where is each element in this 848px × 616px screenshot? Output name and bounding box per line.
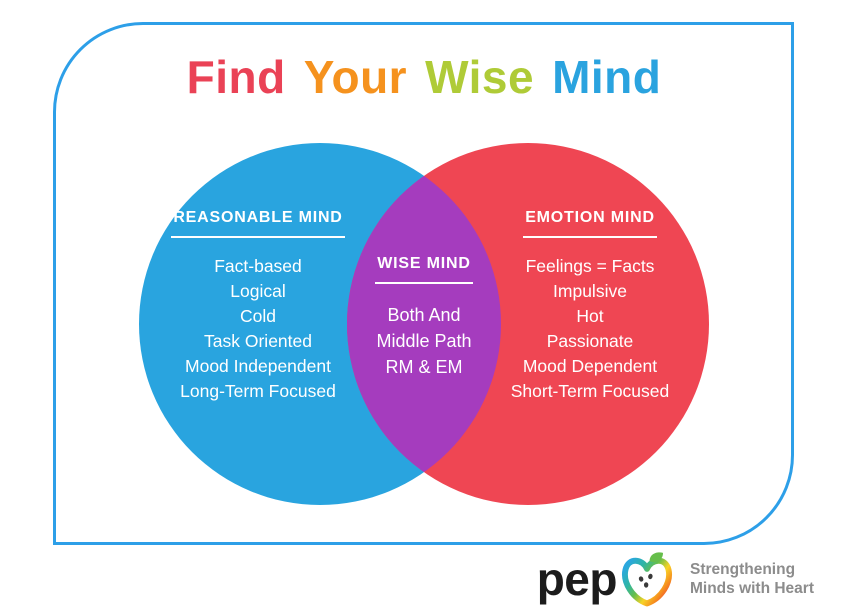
- list-item: Mood Dependent: [522, 356, 658, 376]
- list-item: Logical: [230, 281, 286, 301]
- tagline-line-2: Minds with Heart: [689, 580, 814, 597]
- apple-seed: [643, 582, 649, 588]
- tagline-line-1: Strengthening: [689, 561, 796, 578]
- list-item: Cold: [240, 306, 276, 326]
- apple-leaf: [649, 552, 664, 563]
- list-item: Short-Term Focused: [510, 381, 670, 401]
- emotion-mind-section: EMOTION MIND Feelings = Facts Impulsive …: [480, 208, 700, 404]
- apple-outline: [622, 557, 672, 607]
- wise-mind-section: WISE MIND Both And Middle Path RM & EM: [344, 254, 504, 380]
- emotion-mind-list: Feelings = Facts Impulsive Hot Passionat…: [480, 254, 700, 404]
- list-item: Middle Path: [376, 331, 472, 351]
- title-word-mind: Mind: [552, 51, 662, 103]
- reasonable-mind-list: Fact-based Logical Cold Task Oriented Mo…: [148, 254, 368, 404]
- apple-seed: [648, 573, 653, 580]
- list-item: Fact-based: [214, 256, 302, 276]
- wise-mind-heading: WISE MIND: [375, 254, 473, 284]
- list-item: Mood Independent: [185, 356, 331, 376]
- wise-mind-overlap: [347, 143, 501, 505]
- reasonable-mind-section: REASONABLE MIND Fact-based Logical Cold …: [148, 208, 368, 404]
- list-item: Passionate: [546, 331, 634, 351]
- list-item: Long-Term Focused: [180, 381, 336, 401]
- page-title: Find Your Wise Mind: [0, 50, 848, 104]
- tagline: Strengthening Minds with Heart: [690, 560, 814, 598]
- list-item: Feelings = Facts: [525, 256, 655, 276]
- emotion-mind-heading: EMOTION MIND: [523, 208, 657, 238]
- list-item: Both And: [387, 305, 461, 325]
- rainbow-apple-heart-icon: [622, 552, 672, 607]
- pep-logo-footer: pep Strengthening Minds with Heart: [537, 548, 814, 610]
- title-word-find: Find: [186, 51, 286, 103]
- pep-brand-text: pep: [536, 553, 618, 605]
- list-item: Hot: [576, 306, 604, 326]
- list-item: Impulsive: [553, 281, 627, 301]
- wise-mind-list: Both And Middle Path RM & EM: [344, 302, 504, 380]
- rounded-border-frame: [53, 22, 794, 545]
- title-word-wise: Wise: [425, 51, 535, 103]
- list-item: RM & EM: [385, 357, 463, 377]
- apple-seed: [638, 576, 644, 582]
- reasonable-mind-heading: REASONABLE MIND: [171, 208, 345, 238]
- list-item: Task Oriented: [204, 331, 312, 351]
- title-word-your: Your: [303, 51, 408, 103]
